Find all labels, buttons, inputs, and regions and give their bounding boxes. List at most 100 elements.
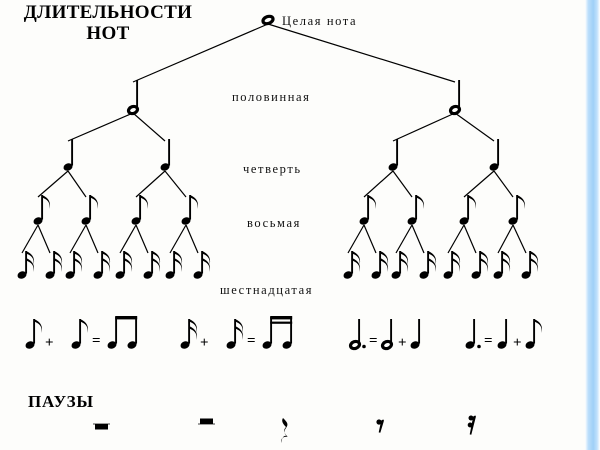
- tree-node-whole: [261, 14, 275, 26]
- tree-branch: [392, 170, 413, 198]
- rest-whole-rest: [93, 423, 110, 430]
- tree-branch: [85, 224, 99, 254]
- note-flag: [54, 251, 63, 265]
- note-flag: [400, 258, 409, 272]
- note-flag: [124, 251, 133, 265]
- tree-branches: [21, 23, 527, 254]
- beam: [270, 321, 293, 324]
- tree-label-whole: Целая нота: [282, 14, 358, 28]
- sixteenth-rest-hook: [469, 415, 476, 435]
- tree-branch: [67, 170, 87, 198]
- note-head: [193, 271, 203, 279]
- note-flag: [480, 258, 489, 272]
- tree-branch: [392, 112, 456, 142]
- note-flag: [34, 319, 43, 333]
- note-head: [497, 341, 507, 349]
- equation-plus-sign: +: [200, 335, 209, 351]
- note-head: [180, 341, 190, 349]
- tree-branch: [395, 224, 413, 254]
- note-flag: [517, 195, 526, 209]
- note-flag: [202, 251, 211, 265]
- equation-equals-sign: =: [92, 333, 101, 349]
- tree-row-halves: [126, 80, 462, 116]
- note-head: [525, 341, 535, 349]
- note-head: [489, 163, 499, 171]
- half-rest-bar: [200, 418, 213, 424]
- note-flag: [26, 258, 35, 272]
- note-flag: [190, 195, 199, 209]
- tree-branch: [37, 224, 51, 254]
- note-flag: [189, 319, 198, 333]
- note-flag: [380, 251, 389, 265]
- note-head: [17, 271, 27, 279]
- note-flag: [152, 251, 161, 265]
- tree-row-quarters: [63, 139, 500, 171]
- equation-dotted-half-equals-half-plus-quarter: [348, 319, 421, 351]
- note-flag: [202, 258, 211, 272]
- note-head: [143, 271, 153, 279]
- tree-branch: [37, 170, 69, 198]
- note-flag: [174, 251, 183, 265]
- note-flag: [102, 258, 111, 272]
- note-head: [459, 217, 469, 225]
- equation-equals-sign: =: [247, 333, 256, 349]
- note-head: [131, 217, 141, 225]
- rest-quarter-rest: [281, 418, 288, 443]
- note-head: [65, 271, 75, 279]
- note-flag: [530, 258, 539, 272]
- rest-sixteenth-rest: [467, 415, 476, 435]
- note-flag: [452, 251, 461, 265]
- beam: [115, 316, 138, 320]
- note-flag: [74, 251, 83, 265]
- tree-branch: [119, 224, 137, 254]
- tree-row-sixteenths: [17, 251, 539, 279]
- tree-branch: [67, 112, 134, 142]
- note-flag: [428, 258, 437, 272]
- note-head: [115, 271, 125, 279]
- tree-branch: [493, 170, 514, 198]
- tree-label-sixteenth: шестнадцатая: [220, 283, 314, 297]
- tree-branch: [454, 112, 495, 142]
- equation-plus-sign: +: [45, 335, 54, 351]
- eighth-rest-hook: [378, 419, 384, 433]
- note-flag: [534, 319, 543, 333]
- tree-branch: [447, 224, 465, 254]
- note-flag: [502, 258, 511, 272]
- note-flag: [530, 251, 539, 265]
- note-head: [359, 217, 369, 225]
- note-flag: [235, 326, 244, 340]
- note-head: [81, 217, 91, 225]
- note-flag: [152, 258, 161, 272]
- tree-branch: [512, 224, 527, 254]
- note-flag: [189, 326, 198, 340]
- equation-dotted-quarter-equals-quarter-plus-eighth: [465, 319, 543, 349]
- note-head: [410, 341, 420, 349]
- tree-branch: [169, 224, 187, 254]
- note-flag: [54, 258, 63, 272]
- note-head: [419, 271, 429, 279]
- augmentation-dot: [362, 344, 366, 349]
- note-flag: [480, 251, 489, 265]
- rests-row: [93, 415, 476, 443]
- note-head: [33, 217, 43, 225]
- tree-branch: [363, 224, 377, 254]
- note-head: [226, 341, 236, 349]
- note-flag: [428, 251, 437, 265]
- eighth-rest-dot: [376, 419, 382, 425]
- tree-label-half: половинная: [232, 90, 311, 104]
- tree-label-eighth: восьмая: [247, 216, 301, 230]
- note-flag: [400, 251, 409, 265]
- quarter-rest-glyph: [281, 418, 288, 443]
- note-head: [391, 271, 401, 279]
- equation-equals-sign: =: [484, 333, 493, 349]
- note-flag: [468, 195, 477, 209]
- tree-branch: [164, 170, 187, 198]
- note-head: [71, 341, 81, 349]
- note-flag: [368, 195, 377, 209]
- tree-branch: [363, 170, 394, 198]
- note-flag: [416, 195, 425, 209]
- note-head: [262, 341, 272, 349]
- note-head: [63, 163, 73, 171]
